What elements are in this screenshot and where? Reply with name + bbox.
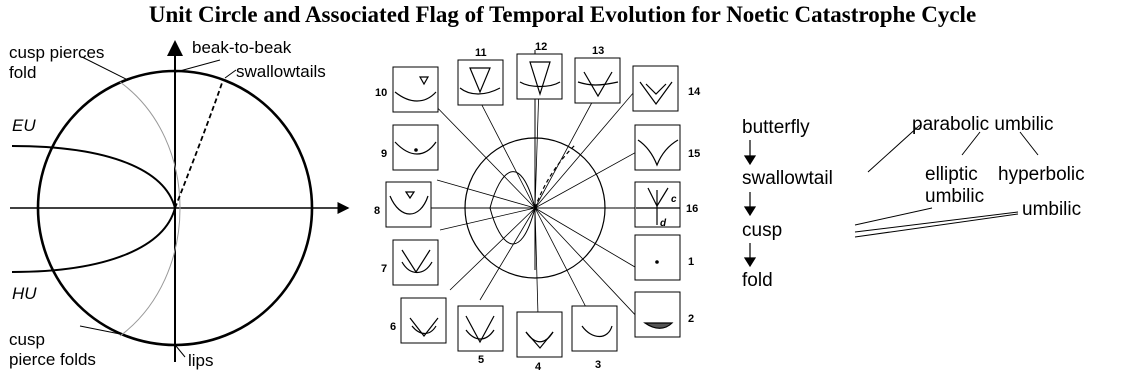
label-hyperbolic-umbilic: umbilic xyxy=(1022,199,1081,220)
box-number-6: 6 xyxy=(390,321,396,333)
page-title: Unit Circle and Associated Flag of Tempo… xyxy=(148,2,977,27)
flag-panel: butterfly swallowtail cusp fold paraboli… xyxy=(742,114,1085,291)
label-cusp-pierces: cusp pierces xyxy=(9,43,104,62)
label-fold: fold xyxy=(9,63,36,82)
box-number-14: 14 xyxy=(688,86,701,98)
box-1 xyxy=(634,234,681,281)
temporal-flag-panel: 1 2 3 4 5 6 7 8 9 10 11 12 13 14 15 16 c… xyxy=(374,41,701,373)
box-7 xyxy=(392,239,439,286)
label-parabolic-umbilic: parabolic umbilic xyxy=(912,114,1054,135)
flag-butterfly: butterfly xyxy=(742,117,810,138)
label-cusp: cusp xyxy=(9,330,45,349)
label-hu: HU xyxy=(12,284,37,303)
box-number-12: 12 xyxy=(535,41,547,53)
box-number-8: 8 xyxy=(374,205,380,217)
box-number-2: 2 xyxy=(688,313,694,325)
box-number-11: 11 xyxy=(475,47,487,59)
box-number-16: 16 xyxy=(686,203,698,215)
box-4 xyxy=(516,311,563,358)
thin-curve xyxy=(119,81,181,337)
label-swallowtails: swallowtails xyxy=(236,62,326,81)
swallowtail-curve xyxy=(174,79,224,209)
box-number-4: 4 xyxy=(535,361,542,373)
flag-cusp: cusp xyxy=(742,220,782,241)
box-3 xyxy=(571,305,618,352)
box-8 xyxy=(385,181,432,228)
box-2 xyxy=(634,291,681,338)
label-beak-to-beak: beak-to-beak xyxy=(192,38,292,57)
label-lips: lips xyxy=(188,351,214,370)
axis-d-label: d xyxy=(660,218,667,229)
unit-circle-panel: cusp pierces fold beak-to-beak swallowta… xyxy=(9,38,350,370)
flag-fold: fold xyxy=(742,270,773,291)
box-number-13: 13 xyxy=(592,45,604,57)
label-hyperbolic: hyperbolic xyxy=(998,164,1085,185)
box-number-5: 5 xyxy=(478,354,484,366)
box-number-7: 7 xyxy=(381,263,387,275)
middle-circle xyxy=(464,137,606,279)
flag-swallowtail: swallowtail xyxy=(742,168,833,189)
box-11 xyxy=(457,59,504,106)
box-number-9: 9 xyxy=(381,148,387,160)
label-elliptic: elliptic xyxy=(925,164,978,185)
box-number-1: 1 xyxy=(688,256,694,268)
axis-c-label: c xyxy=(671,194,677,205)
label-elliptic-umbilic: umbilic xyxy=(925,186,984,207)
eu-curve xyxy=(11,145,176,209)
box-number-3: 3 xyxy=(595,359,601,371)
box-5 xyxy=(457,305,504,352)
label-pierce-folds: pierce folds xyxy=(9,350,96,369)
box-10 xyxy=(392,66,439,113)
hu-curve xyxy=(11,207,176,273)
box-number-15: 15 xyxy=(688,148,700,160)
label-eu: EU xyxy=(12,116,36,135)
box-number-10: 10 xyxy=(375,87,387,99)
unit-circle xyxy=(36,69,314,347)
